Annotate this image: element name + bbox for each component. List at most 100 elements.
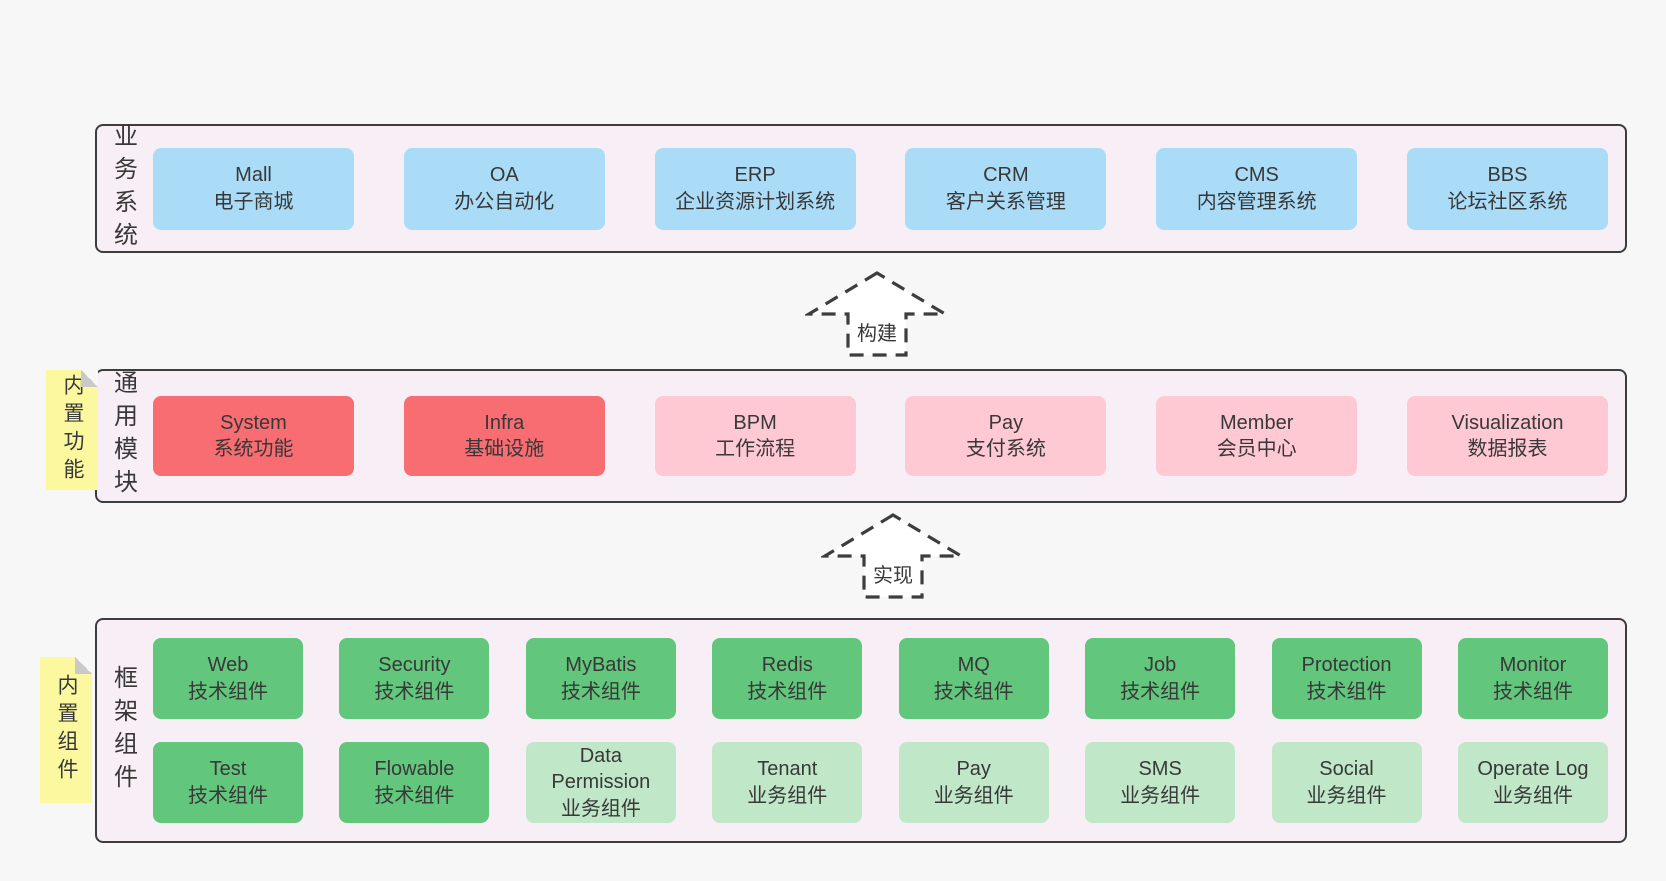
box-visualization: Visualization 数据报表 [1406,396,1608,476]
box-title: Web [207,654,249,677]
sticky-note-built-in-components: 内置组件 [40,657,92,803]
up-arrow-icon [821,513,965,599]
box-subtitle: 技术组件 [747,680,828,703]
arrow-build-label: 构建 [854,316,900,347]
box-subtitle: 企业资源计划系统 [675,190,836,213]
box-subtitle: 业务组件 [1306,784,1387,807]
box-protection: Protection 技术组件 [1271,638,1422,719]
box-subtitle: 数据报表 [1467,438,1548,460]
box-subtitle: 技术组件 [188,680,268,703]
note-fold-corner-icon [81,370,98,387]
arrow-implement: 实现 [821,512,965,600]
box-title: SMS [1138,758,1182,781]
layer-business-label: 业务系统 [109,122,137,255]
box-subtitle: 技术组件 [374,680,455,703]
box-subtitle: 技术组件 [560,680,641,703]
up-arrow-icon [805,271,949,357]
box-subtitle: 技术组件 [933,680,1014,703]
box-subtitle: 电子商城 [213,190,294,213]
box-operate-log: Operate Log 业务组件 [1457,742,1608,823]
box-title: MQ [957,654,990,677]
box-subtitle: 业务组件 [1120,784,1201,807]
box-tenant: Tenant 业务组件 [712,742,863,823]
box-data-permission: Data Permission 业务组件 [525,742,676,823]
arrow-build: 构建 [805,270,949,358]
box-title: Redis [761,654,813,677]
box-subtitle: 技术组件 [1120,680,1201,703]
box-subtitle: 内容管理系统 [1196,190,1317,213]
box-subtitle: 技术组件 [1492,680,1573,703]
box-security: Security 技术组件 [339,638,490,719]
box-system: System 系统功能 [153,396,354,476]
box-subtitle: 系统功能 [213,438,294,460]
box-title: Mall [235,164,272,187]
box-bpm: BPM 工作流程 [654,396,856,476]
box-subtitle: 基础设施 [464,438,545,460]
box-title: Operate Log [1477,758,1589,781]
layer-label-column: 框架组件 [97,620,149,841]
sticky-note-built-in-features: 内置功能 [46,370,98,490]
box-title: Pay [956,758,991,781]
box-subtitle: 技术组件 [188,784,268,807]
box-subtitle: 客户关系管理 [945,190,1066,213]
box-title: BPM [733,411,777,434]
box-title: Protection [1301,654,1392,677]
note-built-in-components-label: 内置组件 [55,674,78,786]
box-title: Monitor [1499,654,1567,677]
box-title: Member [1220,411,1294,434]
box-subtitle: 会员中心 [1216,438,1297,460]
box-title: OA [489,164,519,187]
box-title: Job [1143,654,1177,677]
box-mybatis: MyBatis 技术组件 [525,638,676,719]
box-web: Web 技术组件 [153,638,303,719]
box-subtitle: 支付系统 [965,438,1046,460]
layer-label-column: 业务系统 [97,123,149,255]
box-title: Test [209,758,247,781]
box-subtitle: 论坛社区系统 [1447,190,1568,213]
box-monitor: Monitor 技术组件 [1457,638,1608,719]
box-test: Test 技术组件 [153,742,303,823]
box-title: Visualization [1451,411,1564,434]
box-crm: CRM 客户关系管理 [905,147,1107,230]
box-sms: SMS 业务组件 [1085,742,1236,823]
box-title: CRM [983,164,1029,187]
box-subtitle: 工作流程 [715,438,796,460]
box-title: System [220,411,287,434]
box-subtitle: 技术组件 [374,784,455,807]
box-mall: Mall 电子商城 [153,147,354,230]
box-title: BBS [1487,164,1528,187]
layer-components-label: 框架组件 [109,664,137,797]
note-built-in-features-label: 内置功能 [61,374,84,486]
box-title: ERP [734,164,776,187]
box-title: Data Permission [551,744,651,794]
box-redis: Redis 技术组件 [712,638,863,719]
box-title: MyBatis [565,654,637,677]
layer-modules-label: 通用模块 [109,370,137,502]
box-subtitle: 业务组件 [747,784,828,807]
box-title: Tenant [757,758,818,781]
box-title: Security [378,654,451,677]
box-subtitle: 业务组件 [1492,784,1573,807]
box-bbs: BBS 论坛社区系统 [1406,147,1608,230]
box-member: Member 会员中心 [1156,396,1358,476]
box-subtitle: 业务组件 [560,797,641,820]
box-mq: MQ 技术组件 [898,638,1049,719]
box-title: CMS [1234,164,1279,187]
box-subtitle: 技术组件 [1306,680,1387,703]
